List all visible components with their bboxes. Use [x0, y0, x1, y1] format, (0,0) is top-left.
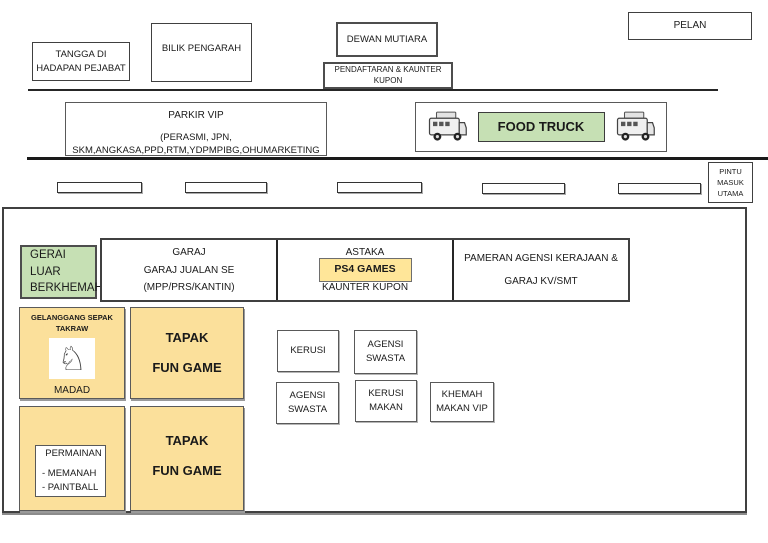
booth-label: KUPON [373, 75, 403, 85]
room-tangga-pejabat: TANGGA DI HADAPAN PEJABAT [32, 42, 130, 81]
area-food-truck-zone: FOOD TRUCK [415, 102, 667, 152]
area-tapak-fun-game-2: TAPAK FUN GAME [130, 406, 244, 511]
section-garaj: GARAJ GARAJ JUALAN SE (MPP/PRS/KANTIN) [102, 240, 276, 300]
area-label: GELANGGANG SEPAK [31, 313, 113, 322]
row-garaj-astaka-pameran: GARAJ GARAJ JUALAN SE (MPP/PRS/KANTIN) A… [100, 238, 630, 302]
road-line-lower [27, 157, 768, 160]
parkir-line: (PERASMI, JPN, [160, 131, 232, 143]
section-label: ASTAKA [345, 247, 385, 258]
box-label: MAKAN [369, 402, 403, 413]
stall-marker [482, 183, 565, 194]
section-label: GARAJ JUALAN SE [143, 264, 235, 276]
box-khemah-makan-vip: KHEMAH MAKAN VIP [430, 382, 494, 422]
plan-title-box: PELAN [628, 12, 752, 40]
pintu-masuk-utama: PINTU MASUK UTAMA [708, 162, 753, 203]
main-event-area: GERAI LUAR BERKHEMAH GARAJ GARAJ JUALAN … [2, 207, 747, 513]
room-bilik-pengarah: BILIK PENGARAH [151, 23, 252, 82]
madad-label: MADAD [53, 384, 91, 396]
food-truck-label: FOOD TRUCK [497, 118, 585, 134]
room-label: HADAPAN PEJABAT [36, 62, 126, 74]
section-pameran: PAMERAN AGENSI KERAJAAN & GARAJ KV/SMT [452, 240, 628, 300]
stall-marker [337, 182, 422, 193]
area-label: BERKHEMAH [30, 282, 103, 295]
section-label: GARAJ KV/SMT [504, 276, 578, 287]
entrance-label: UTAMA [717, 189, 744, 199]
box-agensi-swasta-1: AGENSI SWASTA [354, 330, 417, 374]
area-label: FUN GAME [152, 359, 222, 375]
parkir-line: SKM,ANGKASA,PPD,RTM,YDPMPIBG,OHUMARKETIN… [72, 145, 320, 157]
box-label: KHEMAH [441, 389, 483, 401]
box-kerusi: KERUSI [277, 330, 339, 372]
area-gerai-luar-berkhemah: GERAI LUAR BERKHEMAH [20, 245, 103, 299]
section-label: PAMERAN AGENSI KERAJAAN & [464, 253, 618, 264]
room-label: DEWAN MUTIARA [346, 33, 428, 45]
area-label: TAPAK [165, 433, 209, 448]
area-label: FUN GAME [152, 462, 222, 478]
booth-pendaftaran-kaunter-kupon: PENDAFTARAN & KAUNTER KUPON [323, 62, 453, 89]
stall-marker [185, 182, 267, 193]
box-label: SWASTA [365, 353, 406, 364]
booth-ps4-games: PS4 GAMES [318, 258, 412, 282]
booth-label: PS4 GAMES [334, 263, 396, 276]
box-agensi-swasta-2: AGENSI SWASTA [276, 382, 339, 424]
food-truck-label-box: FOOD TRUCK [477, 112, 605, 142]
box-label: KERUSI [368, 388, 404, 400]
booth-label: PENDAFTARAN & KAUNTER [334, 65, 442, 75]
area-label: TAKRAW [55, 323, 89, 333]
box-label: AGENSI [367, 339, 404, 351]
box-label: KERUSI [290, 345, 326, 357]
area-label: GERAI LUAR [30, 249, 66, 278]
permainan-title: PERMAINAN [45, 448, 102, 460]
box-label: AGENSI [289, 390, 326, 402]
box-kerusi-makan: KERUSI MAKAN [355, 380, 417, 422]
room-label: BILIK PENGARAH [161, 43, 242, 54]
permainan-list-box: PERMAINAN - MEMANAH - PAINTBALL [35, 445, 106, 497]
food-truck-icon [428, 111, 467, 141]
parkir-title: PARKIR VIP [168, 110, 224, 121]
box-label: SWASTA [287, 404, 328, 415]
section-label: GARAJ [172, 247, 206, 258]
road-line-upper [28, 89, 718, 91]
room-label: TANGGA DI [55, 48, 107, 60]
area-tapak-fun-game-1: TAPAK FUN GAME [130, 307, 244, 399]
entrance-label: MASUK [717, 177, 744, 187]
permainan-item: - PAINTBALL [42, 481, 99, 493]
room-dewan-mutiara: DEWAN MUTIARA [336, 22, 438, 57]
box-label: MAKAN VIP [436, 403, 488, 414]
horse-icon: ♘ [49, 337, 95, 379]
entrance-label: PINTU [719, 166, 742, 176]
food-truck-icon [616, 111, 655, 141]
area-permainan: PERMAINAN - MEMANAH - PAINTBALL [19, 406, 125, 511]
section-astaka: ASTAKA PS4 GAMES KAUNTER KUPON [276, 240, 452, 300]
area-label: TAPAK [165, 329, 209, 345]
permainan-item: - MEMANAH [42, 468, 97, 480]
area-parkir-vip: PARKIR VIP (PERASMI, JPN, SKM,ANGKASA,PP… [65, 102, 327, 156]
section-label: KAUNTER KUPON [321, 282, 409, 293]
plan-title: PELAN [673, 19, 707, 31]
stall-marker [57, 182, 142, 193]
area-gelanggang-sepak-takraw: GELANGGANG SEPAK TAKRAW ♘ MADAD [19, 307, 125, 399]
stall-marker [618, 183, 701, 194]
section-label: (MPP/PRS/KANTIN) [143, 282, 235, 293]
